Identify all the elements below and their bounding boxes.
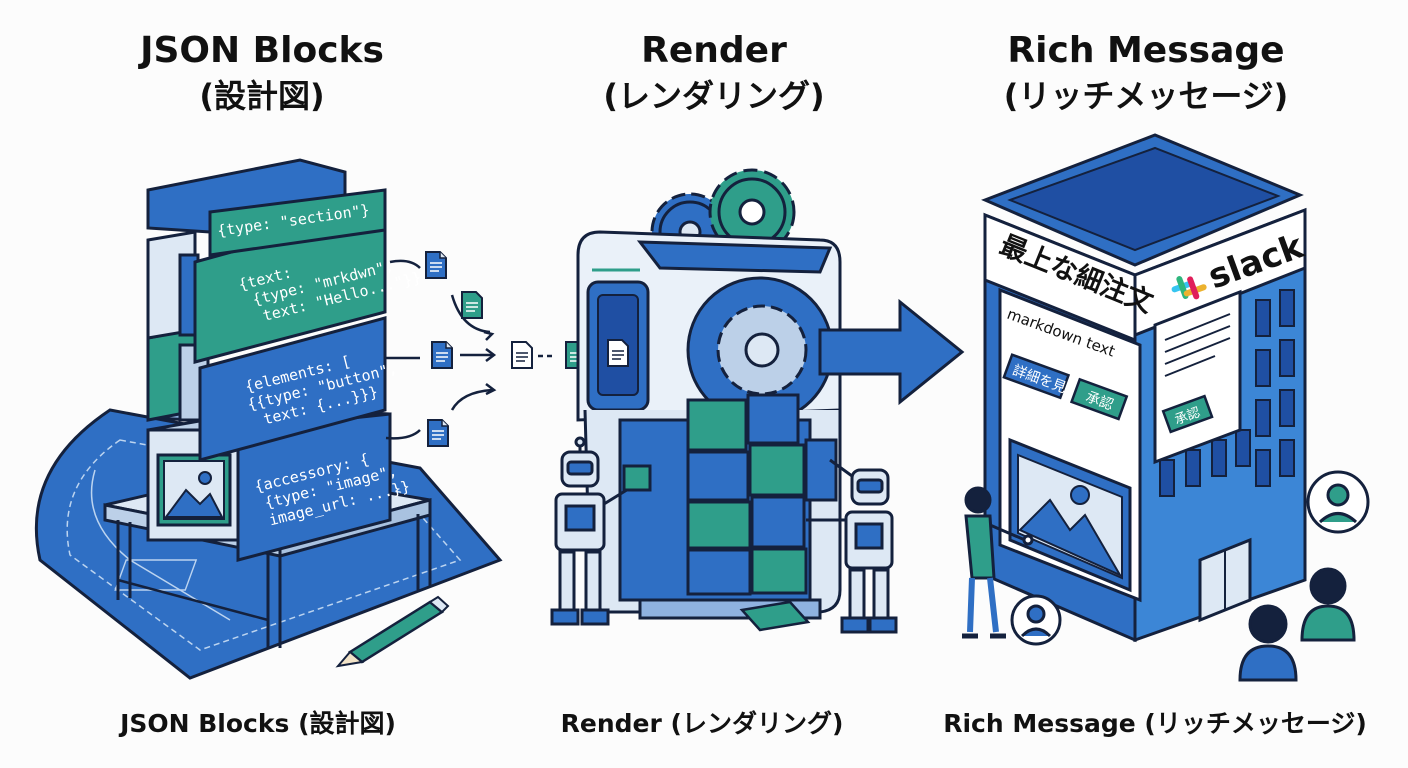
panel-title-rich: Rich Message (リッチメッセージ) <box>966 28 1326 118</box>
panel-title-json: JSON Blocks (設計図) <box>82 28 442 118</box>
json-blueprint-scene: {type: "section"} {text: {type: "mrkdwn"… <box>34 158 503 680</box>
document-icon <box>607 339 629 367</box>
document-icon <box>431 341 453 369</box>
json-title-line2: (設計図) <box>199 77 325 115</box>
rich-message-building: 最上な細注文 slack markdown text 詳細を見る 承認 <box>981 133 1310 643</box>
avatar-icon <box>1306 470 1370 534</box>
json-title-line1: JSON Blocks <box>140 30 384 71</box>
side-approve-button[interactable] <box>1161 394 1214 434</box>
arrow-right-icon <box>818 298 965 406</box>
message-image-icon <box>1008 437 1132 593</box>
document-icon <box>461 291 483 319</box>
person-icon <box>1300 567 1356 642</box>
caption-rich: Rich Message (リッチメッセージ) <box>943 709 1367 738</box>
document-icon <box>511 341 533 369</box>
block-cubes <box>686 393 838 596</box>
caption-render: Render (レンダリング) <box>560 709 844 738</box>
panel-title-render: Render (レンダリング) <box>534 28 894 118</box>
robot-left <box>550 436 652 626</box>
building-windows <box>1159 289 1295 497</box>
image-placeholder-icon <box>156 453 232 527</box>
robot-right <box>806 458 898 634</box>
person-icon <box>1238 604 1298 682</box>
caption-json: JSON Blocks (設計図) <box>120 709 396 738</box>
render-machine <box>550 168 898 634</box>
rich-title-line2: (リッチメッセージ) <box>1003 77 1289 115</box>
document-flow <box>385 259 556 440</box>
document-icon <box>427 419 449 447</box>
render-title-line1: Render <box>641 30 787 71</box>
document-icon <box>425 251 447 279</box>
approve-button[interactable] <box>1069 377 1129 421</box>
render-title-line2: (レンダリング) <box>603 77 825 115</box>
pencil-icon <box>335 595 450 668</box>
rich-title-line1: Rich Message <box>1007 30 1285 71</box>
details-button[interactable] <box>1002 353 1071 400</box>
gear-icon <box>708 168 796 256</box>
json-block-stack <box>146 158 392 562</box>
avatar-icon <box>1010 594 1062 646</box>
person-pointing <box>962 486 1034 639</box>
